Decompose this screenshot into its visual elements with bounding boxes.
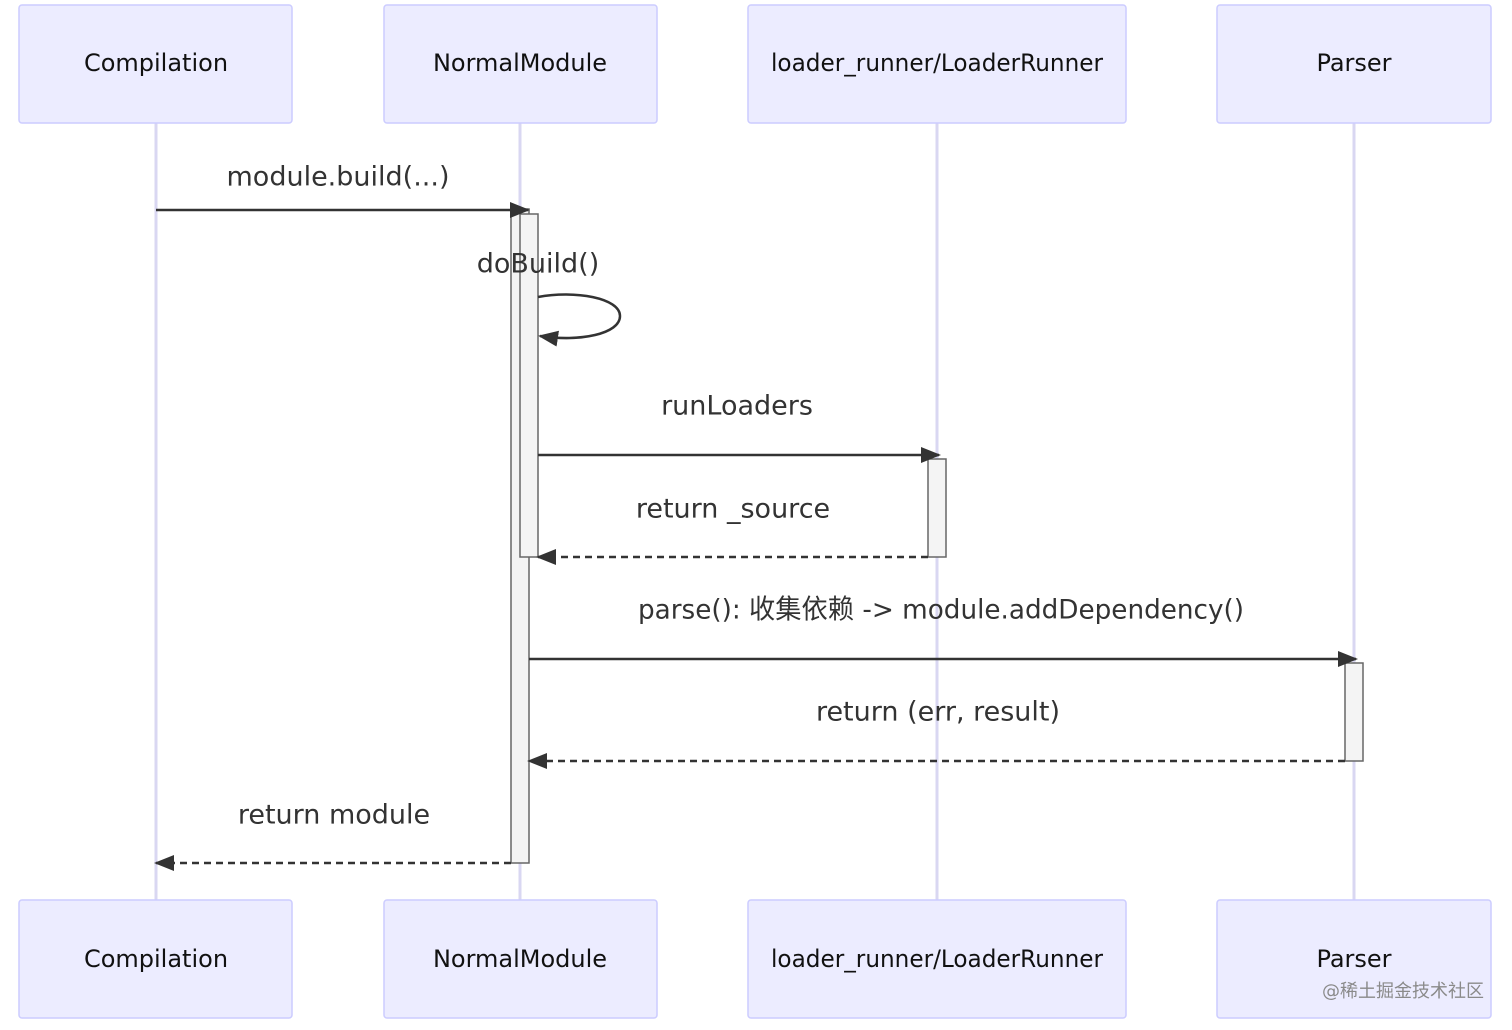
actor-label: Parser <box>1316 945 1391 973</box>
actor-bottom-compilation: Compilation <box>18 899 293 1019</box>
message-dobuild: doBuild() <box>477 249 622 347</box>
actor-label: Compilation <box>84 49 228 77</box>
activation-loaderrunner <box>927 458 947 558</box>
message-parse: parse(): 收集依赖 -> module.addDependency() <box>529 595 1358 667</box>
actor-label: NormalModule <box>433 945 607 973</box>
actor-label: NormalModule <box>433 49 607 77</box>
message-runloaders: runLoaders <box>538 391 941 463</box>
message-return-module: return module <box>154 800 511 871</box>
activation-parser <box>1344 662 1364 762</box>
actor-label: loader_runner/LoaderRunner <box>771 49 1103 77</box>
message-return-source: return _source <box>536 494 928 565</box>
actor-top-loaderrunner: loader_runner/LoaderRunner <box>747 4 1127 124</box>
message-label: parse(): 收集依赖 -> module.addDependency() <box>638 595 1244 626</box>
message-return-result: return (err, result) <box>527 697 1345 769</box>
actor-top-normalmodule: NormalModule <box>383 4 658 124</box>
actor-label: Compilation <box>84 945 228 973</box>
actor-top-compilation: Compilation <box>18 4 293 124</box>
actor-bottom-normalmodule: NormalModule <box>383 899 658 1019</box>
message-label: return module <box>238 800 430 831</box>
actor-bottom-parser: Parser <box>1216 899 1492 1019</box>
actor-label: loader_runner/LoaderRunner <box>771 945 1103 973</box>
message-label: return (err, result) <box>816 697 1060 728</box>
message-label: doBuild() <box>477 249 600 280</box>
message-label: module.build(...) <box>227 162 450 193</box>
actor-label: Parser <box>1316 49 1391 77</box>
actor-bottom-loaderrunner: loader_runner/LoaderRunner <box>747 899 1127 1019</box>
message-label: return _source <box>636 494 830 525</box>
message-module-build: module.build(...) <box>156 162 530 218</box>
actor-top-parser: Parser <box>1216 4 1492 124</box>
message-label: runLoaders <box>661 391 813 422</box>
watermark: @稀土掘金技术社区 <box>1322 981 1484 1002</box>
